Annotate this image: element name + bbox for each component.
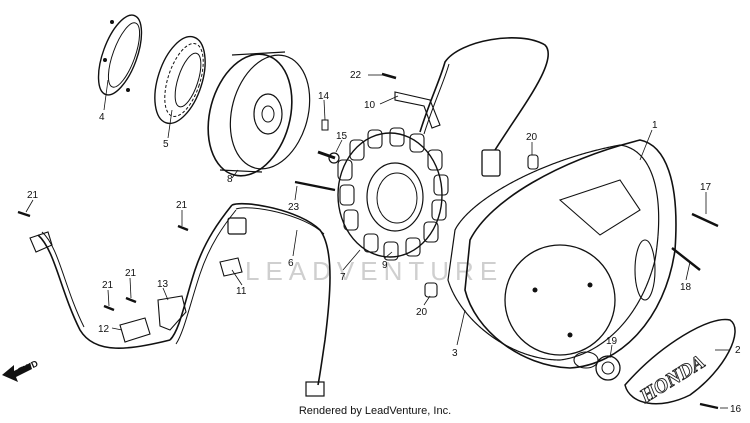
crankcase-cover xyxy=(464,139,677,369)
callout-7: 7 xyxy=(340,272,346,283)
dowel-upper xyxy=(527,154,539,170)
callout-21-a: 21 xyxy=(27,190,39,201)
stator-coil xyxy=(337,127,449,261)
callout-20-upper: 20 xyxy=(526,132,538,143)
cover-bolt-upper xyxy=(691,212,719,228)
clamp-bolt xyxy=(381,72,397,80)
callout-23: 23 xyxy=(288,202,300,213)
callout-21-b: 21 xyxy=(176,200,188,211)
callout-17: 17 xyxy=(700,182,712,193)
leader-lines xyxy=(25,74,730,409)
watermark: LEADVENTURE xyxy=(245,256,503,286)
callout-21-d: 21 xyxy=(102,280,114,291)
callout-13: 13 xyxy=(157,279,169,290)
callout-18: 18 xyxy=(680,282,692,293)
small-bolts xyxy=(17,210,189,312)
harness-clip xyxy=(219,257,243,277)
dowel-pin xyxy=(321,119,329,131)
callout-4: 4 xyxy=(99,112,105,123)
fwd-label: FWD xyxy=(17,358,40,376)
cover-bolt-lower xyxy=(671,247,701,271)
callout-2: 2 xyxy=(735,345,741,356)
callout-1: 1 xyxy=(652,120,658,131)
callout-3: 3 xyxy=(452,348,458,359)
callout-22: 22 xyxy=(350,70,362,81)
harness-brackets xyxy=(29,231,187,349)
callout-9: 9 xyxy=(382,260,388,271)
flywheel-rotor xyxy=(207,51,311,177)
pulser-harness xyxy=(169,202,331,397)
gasket-ring xyxy=(97,14,143,96)
callout-15: 15 xyxy=(336,131,348,142)
dowel-lower xyxy=(424,282,438,298)
cover-logo: HONDA xyxy=(635,351,709,408)
side-cover: HONDA xyxy=(624,318,736,409)
callout-12: 12 xyxy=(98,324,110,335)
callout-16: 16 xyxy=(730,404,742,415)
footer-credit: Rendered by LeadVenture, Inc. xyxy=(298,405,452,417)
cover-gasket xyxy=(447,144,660,361)
starter-clutch xyxy=(154,35,206,125)
stator-connector xyxy=(481,149,501,177)
callout-19: 19 xyxy=(606,336,618,347)
forward-arrow: FWD xyxy=(2,358,40,382)
flywheel-bolt xyxy=(317,150,340,164)
callout-6: 6 xyxy=(288,258,294,269)
callout-11: 11 xyxy=(236,286,247,297)
stator-wire xyxy=(419,37,550,151)
stator-bolt xyxy=(294,180,336,192)
wire-clamp xyxy=(394,91,441,129)
callouts: 1 2 3 4 5 6 7 8 9 10 11 12 13 14 15 16 1… xyxy=(27,70,742,415)
callout-21-c: 21 xyxy=(125,268,137,279)
callout-8: 8 xyxy=(227,174,233,185)
callout-5: 5 xyxy=(163,139,169,150)
callout-20-lower: 20 xyxy=(416,307,428,318)
callout-14: 14 xyxy=(318,91,330,102)
oil-seal xyxy=(573,351,621,381)
callout-10: 10 xyxy=(364,100,376,111)
side-cover-bolt xyxy=(699,402,719,410)
